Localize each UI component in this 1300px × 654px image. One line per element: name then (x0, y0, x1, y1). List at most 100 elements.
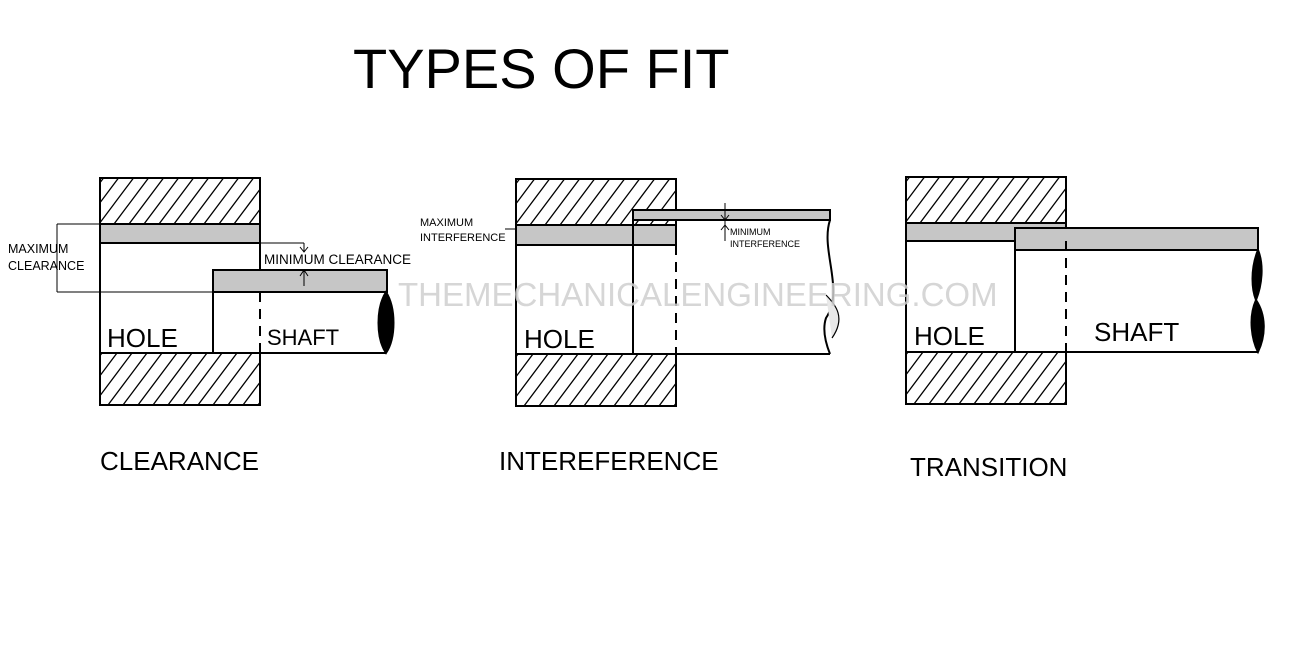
hatch-line (529, 179, 566, 225)
shaft-label: SHAFT (267, 325, 339, 350)
hatch-line (1079, 352, 1118, 404)
min-interference-dimension (720, 203, 730, 241)
hatch-line (919, 177, 956, 223)
clearance-panel (48, 177, 395, 406)
interference-panel (464, 178, 840, 407)
shaft-break-symbol (1250, 247, 1265, 355)
min-clearance-label: MINIMUM CLEARANCE (264, 252, 411, 267)
hatch-line (264, 178, 299, 224)
hatch-line (516, 354, 549, 398)
hatch-line (1039, 187, 1066, 223)
hatch-line (242, 381, 260, 405)
hatch-line (182, 353, 223, 405)
max-clearance-label: MAXIMUM CLEARANCE (8, 242, 84, 273)
hatch-line (54, 178, 89, 224)
hatch-line (619, 179, 656, 225)
hatch-line (516, 354, 534, 378)
page-title: TYPES OF FIT (353, 37, 729, 100)
hatch-line (928, 352, 969, 404)
hatch-line (100, 353, 118, 377)
hatch-line (100, 178, 105, 184)
hatch-line (574, 179, 611, 225)
hatch-line (658, 382, 676, 406)
hatch-line (943, 352, 984, 404)
hatch-line (107, 353, 148, 405)
hatch-line (906, 352, 939, 396)
shaft-tolerance-zone (1014, 227, 1259, 251)
min-clearance-dimension (260, 242, 309, 286)
hatch-line (212, 353, 253, 405)
hatching-bottom (854, 352, 1148, 404)
max-interference-label: MAXIMUM INTERFERENCE (420, 217, 506, 244)
hatch-line (1009, 177, 1046, 223)
hatch-line (279, 178, 314, 224)
min-interference-label: MINIMUM INTERFERENCE (730, 227, 800, 249)
hatch-line (583, 354, 624, 406)
hatch-line (1085, 177, 1120, 223)
hatch-line (100, 178, 135, 224)
caption-clearance: CLEARANCE (100, 446, 259, 476)
hatch-line (988, 352, 1029, 404)
hatch-line (152, 353, 193, 405)
hatch-line (949, 177, 986, 223)
hole-housing-bottom (905, 351, 1067, 405)
hatch-line (604, 179, 641, 225)
hatch-line (689, 354, 728, 406)
hatch-line (544, 179, 581, 225)
hatch-line (1048, 380, 1066, 404)
max-clearance-dimension (56, 223, 213, 293)
hatch-line (964, 177, 1001, 223)
hatch-line (568, 354, 609, 406)
hatch-line (128, 178, 165, 224)
shaft-tolerance-zone (212, 269, 388, 293)
hatch-line (248, 208, 260, 224)
hatching-top (860, 177, 1120, 223)
hatch-line (673, 402, 676, 406)
hatch-line (227, 361, 260, 405)
hatch-line (516, 354, 519, 358)
hole-tolerance-zone (99, 223, 261, 244)
hatch-line (100, 353, 133, 397)
hatching-bottom (464, 354, 758, 406)
hatch-line (643, 362, 676, 406)
hatch-line (294, 178, 329, 224)
hatch-line (973, 352, 1014, 404)
hatch-line (958, 352, 999, 404)
hatch-line (516, 179, 521, 185)
hatch-line (203, 178, 240, 224)
hatch-line (167, 353, 208, 405)
hatch-line (158, 178, 195, 224)
hatch-line (303, 353, 342, 405)
hatch-line (1033, 360, 1066, 404)
hatch-line (516, 179, 551, 225)
hatch-line (1003, 352, 1044, 404)
hatch-line (1070, 177, 1105, 223)
hatch-line (464, 354, 503, 406)
hatch-line (1018, 352, 1059, 404)
hatch-line (48, 353, 87, 405)
hatch-line (854, 352, 893, 404)
hatch-line (860, 177, 895, 223)
caption-interference: INTEREFERENCE (499, 446, 719, 476)
hatch-line (913, 352, 954, 404)
shaft-break-symbol (377, 290, 395, 355)
hatch-line (589, 179, 626, 225)
hatch-line (1109, 352, 1148, 404)
hatch-line (719, 354, 758, 406)
hatch-line (559, 179, 596, 225)
hatch-line (1024, 177, 1061, 223)
hatch-line (137, 353, 178, 405)
hole-housing-bottom (99, 352, 261, 406)
shaft-label: SHAFT (1094, 317, 1179, 347)
hatch-line (273, 353, 312, 405)
hatch-line (934, 177, 971, 223)
hole-label: HOLE (524, 324, 595, 354)
hatch-line (1094, 352, 1133, 404)
hatch-line (994, 177, 1031, 223)
hole-housing-bottom (515, 353, 677, 407)
hatch-line (143, 178, 180, 224)
hatch-line (257, 401, 260, 405)
hatch-line (188, 178, 225, 224)
hole-label: HOLE (914, 321, 985, 351)
